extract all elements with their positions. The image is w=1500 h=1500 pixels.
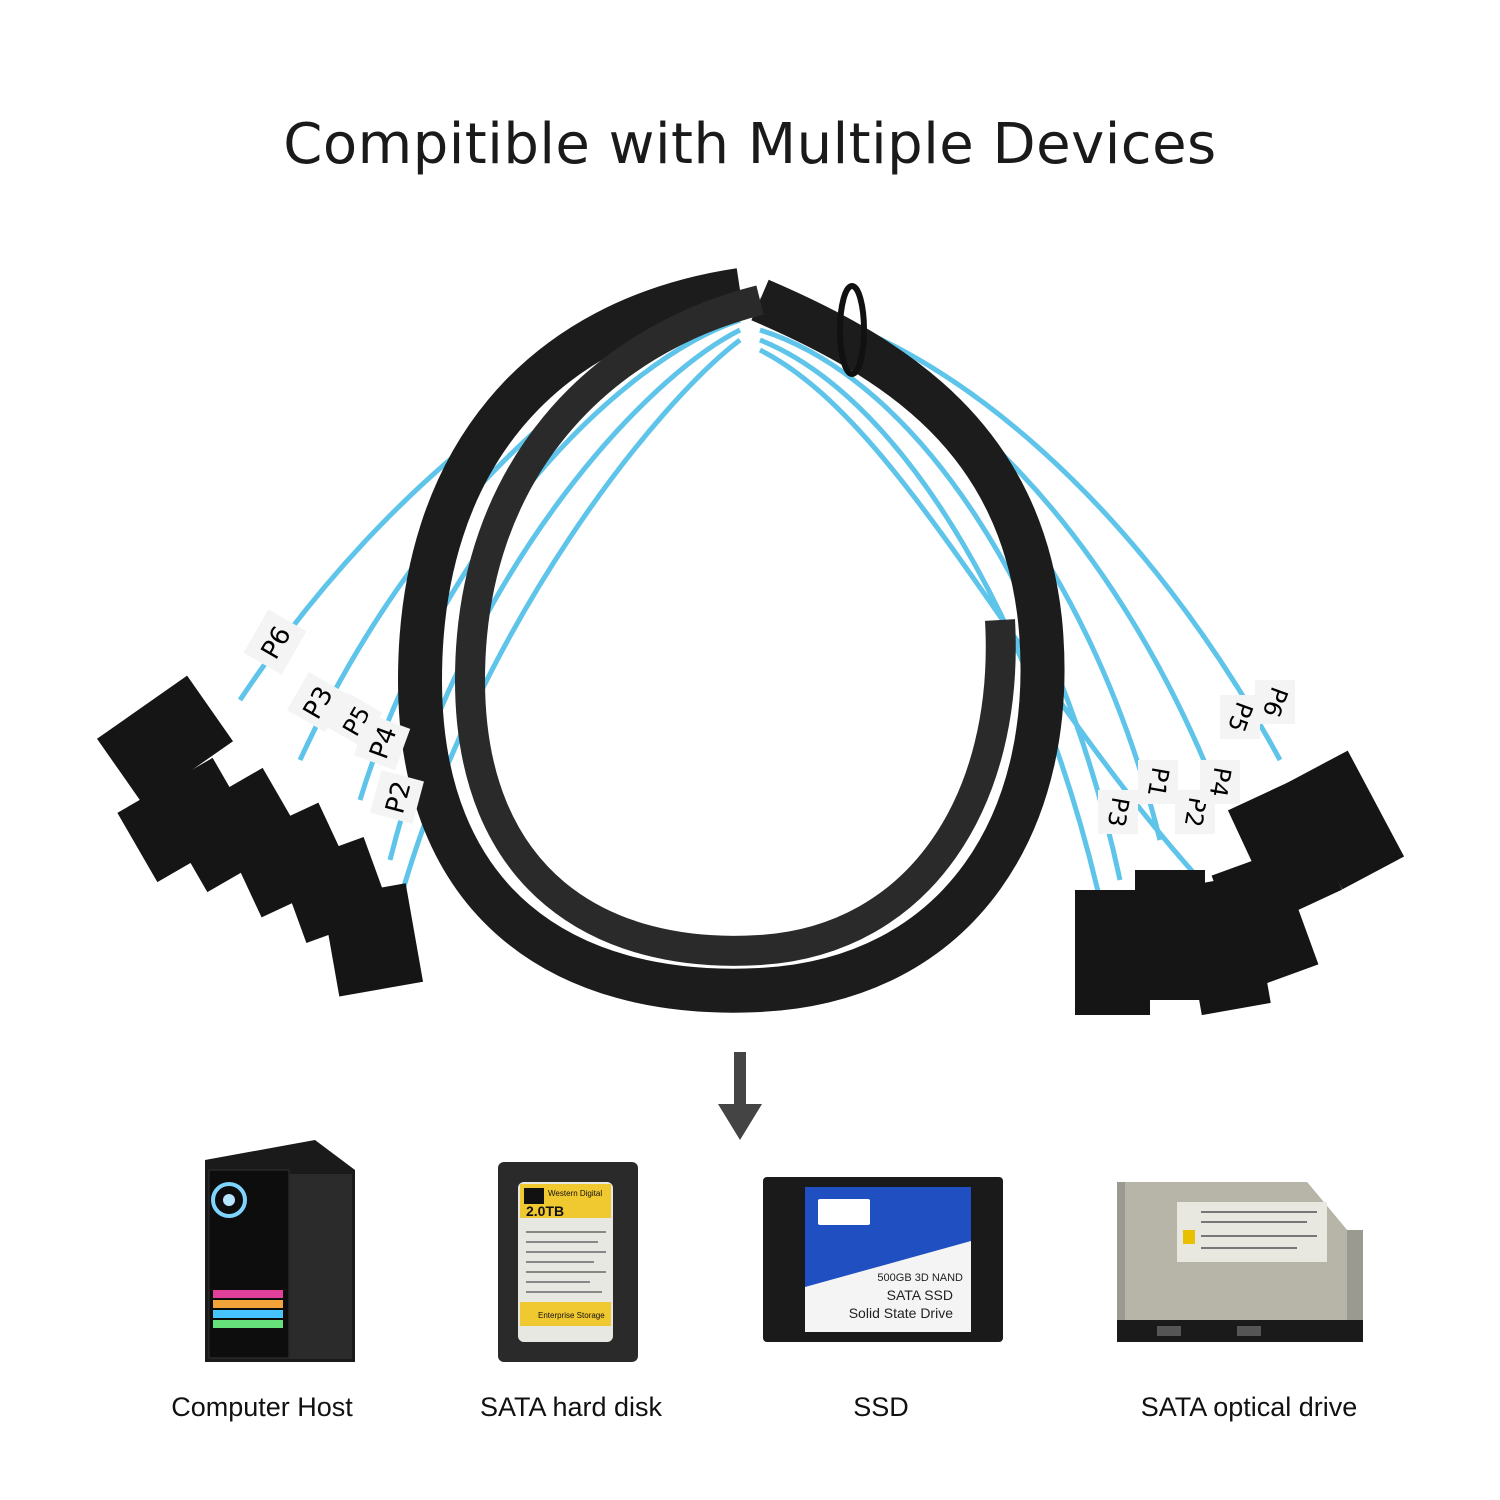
- cable-tie: [837, 283, 867, 377]
- sata-cable-illustration: P6 P3 P5 P4 P2 P3 P1 P2 P4 P5 P6: [97, 268, 1405, 1016]
- port-label: P3: [1102, 795, 1135, 829]
- device-label-computer-host: Computer Host: [171, 1392, 353, 1422]
- braided-sleeve-inner: [454, 285, 1016, 966]
- device-label-sata-optical-drive: SATA optical drive: [1140, 1392, 1358, 1422]
- ssd-line1: 500GB 3D NAND: [877, 1272, 963, 1284]
- device-label-sata-hard-disk: SATA hard disk: [479, 1392, 663, 1422]
- down-arrow-icon: [718, 1052, 762, 1140]
- computer-tower-icon: [205, 1140, 355, 1362]
- hard-disk-icon: Western Digital 2.0TB Enterprise Storage: [498, 1162, 638, 1362]
- port-labels-right: P3 P1 P2 P4 P5 P6: [1098, 680, 1295, 834]
- port-labels-left: P6 P3 P5 P4 P2: [243, 609, 424, 824]
- port-label: P4: [1204, 765, 1237, 799]
- ssd-line3: Solid State Drive: [849, 1305, 953, 1321]
- device-label-ssd: SSD: [853, 1392, 909, 1422]
- ssd-icon: 500GB 3D NAND SATA SSD Solid State Drive: [763, 1177, 1003, 1342]
- hdd-capacity: 2.0TB: [526, 1203, 564, 1219]
- page-title: Compitible with Multiple Devices: [283, 112, 1217, 177]
- optical-drive-icon: [1117, 1182, 1363, 1342]
- port-label: P1: [1142, 765, 1175, 799]
- ssd-line2: SATA SSD: [887, 1287, 953, 1303]
- connectors-right: [1075, 750, 1405, 1016]
- connectors-left: [97, 675, 424, 997]
- braided-sleeve: [397, 268, 1065, 1013]
- hdd-tag: Enterprise Storage: [538, 1311, 605, 1320]
- hdd-brand: Western Digital: [548, 1189, 602, 1198]
